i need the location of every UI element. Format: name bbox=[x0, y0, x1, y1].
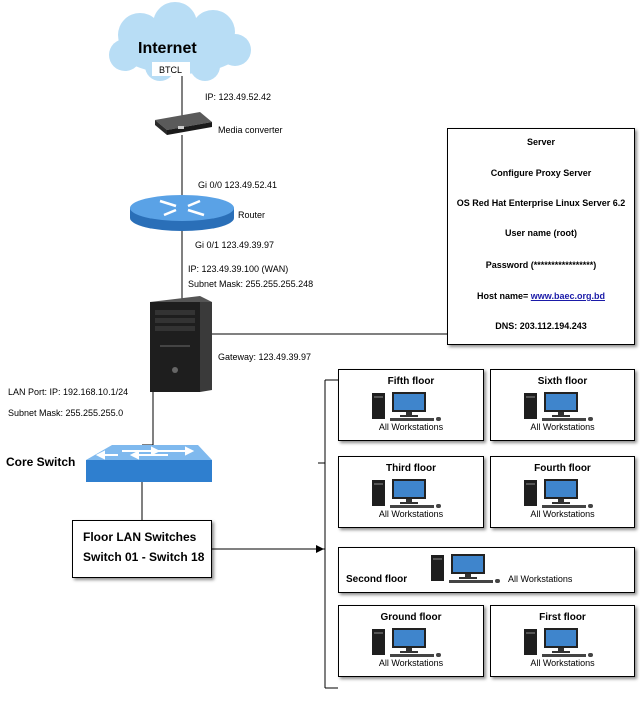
workstation-icon bbox=[372, 479, 441, 508]
core-switch-label: Core Switch bbox=[6, 455, 76, 469]
workstation-icon bbox=[372, 392, 441, 421]
dns-label: DNS: 203.112.194.243 bbox=[495, 321, 587, 331]
password-label: Password (*****************) bbox=[485, 260, 597, 270]
floor-title-third: Third floor bbox=[386, 463, 436, 474]
hostname-link[interactable]: www.baec.org.bd bbox=[530, 291, 605, 301]
workstation-icon bbox=[524, 392, 593, 421]
floor-box-third: Third floor All Workstations bbox=[338, 456, 484, 528]
floor-box-ground: Ground floor All Workstations bbox=[338, 605, 484, 677]
floor-switches-line1: Floor LAN Switches bbox=[83, 530, 197, 544]
server-mask-label: Subnet Mask: 255.255.255.248 bbox=[188, 279, 314, 289]
floor-title-fifth: Fifth floor bbox=[387, 376, 435, 387]
username-label: User name (root) bbox=[504, 228, 577, 238]
floor-title-second: Second floor bbox=[346, 574, 408, 585]
floor-sub-fourth: All Workstations bbox=[530, 509, 595, 519]
workstation-icon bbox=[524, 479, 593, 508]
floor-sub-sixth: All Workstations bbox=[530, 422, 595, 432]
hostname-row: Host name= www.baec.org.bd bbox=[448, 291, 634, 301]
floor-box-sixth: Sixth floor All Workstations bbox=[490, 369, 635, 441]
floor-box-fourth: Fourth floor All Workstations bbox=[490, 456, 635, 528]
workstation-icon bbox=[431, 554, 500, 583]
server-ip-label: IP: 123.49.39.100 (WAN) bbox=[188, 264, 289, 274]
internet-title: Internet bbox=[138, 40, 197, 57]
floor-title-fourth: Fourth floor bbox=[534, 463, 591, 474]
hostname-label: Host name= bbox=[477, 291, 529, 301]
floor-sub-fifth: All Workstations bbox=[378, 422, 444, 432]
floor-sub-second: All Workstations bbox=[508, 574, 573, 584]
floor-switches-line2: Switch 01 - Switch 18 bbox=[83, 550, 205, 564]
floor-box-second: Second floor All Workstations bbox=[338, 547, 635, 593]
isp-label: BTCL bbox=[159, 65, 183, 75]
floor-box-first: First floor All Workstations bbox=[490, 605, 635, 677]
gateway-label: Gateway: 123.49.39.97 bbox=[218, 352, 312, 362]
router-label: Router bbox=[238, 210, 266, 220]
floor-box-fifth: Fifth floor All Workstations bbox=[338, 369, 484, 441]
floor-title-sixth: Sixth floor bbox=[537, 376, 588, 387]
floor-sub-third: All Workstations bbox=[378, 509, 444, 519]
router-gi00-label: Gi 0/0 123.49.52.41 bbox=[198, 180, 278, 190]
media-converter-label: Media converter bbox=[218, 125, 283, 135]
floor-sub-first: All Workstations bbox=[530, 658, 595, 668]
wan-ip-label: IP: 123.49.52.42 bbox=[205, 92, 272, 102]
router-gi01-label: Gi 0/1 123.49.39.97 bbox=[195, 240, 275, 250]
os-label: OS Red Hat Enterprise Linux Server 6.2 bbox=[456, 198, 626, 208]
floor-lan-switches-box: Floor LAN Switches Switch 01 - Switch 18 bbox=[72, 520, 212, 578]
floor-title-ground: Ground floor bbox=[380, 612, 442, 623]
lan-mask-label: Subnet Mask: 255.255.255.0 bbox=[8, 408, 124, 418]
workstation-icon bbox=[372, 628, 441, 657]
floor-sub-ground: All Workstations bbox=[378, 658, 444, 668]
server-config-panel: Server Configure Proxy Server OS Red Hat… bbox=[447, 128, 635, 345]
proxy-config-label: Configure Proxy Server bbox=[490, 168, 592, 178]
server-title: Server bbox=[526, 137, 556, 147]
workstation-icon bbox=[524, 628, 593, 657]
floor-title-first: First floor bbox=[539, 612, 586, 623]
lan-port-label: LAN Port: IP: 192.168.10.1/24 bbox=[8, 387, 129, 397]
